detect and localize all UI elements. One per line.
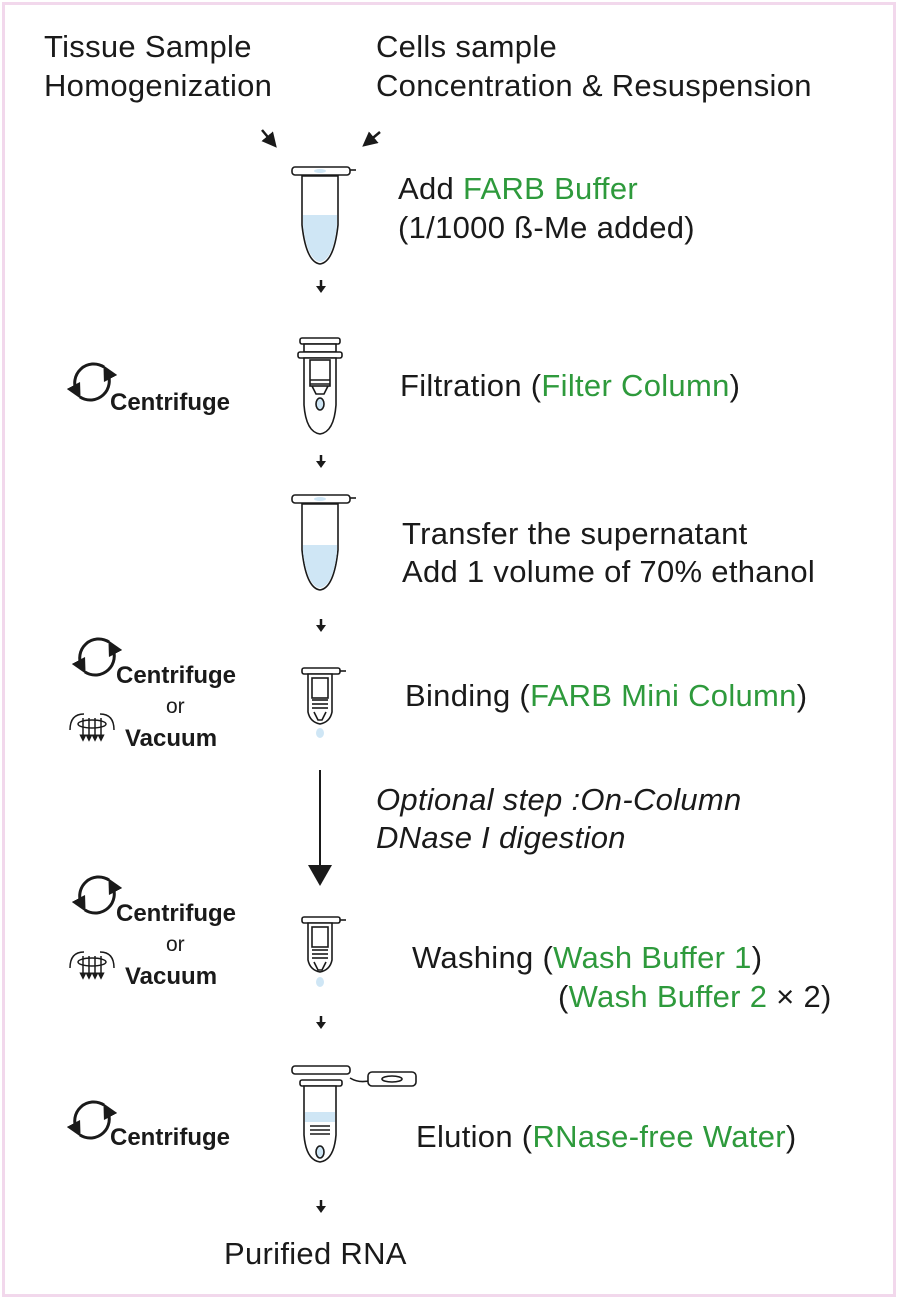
step5-centrifuge-label: Centrifuge — [116, 900, 236, 927]
optional-step-line1: Optional step :On-Column — [376, 782, 742, 817]
step5-text: Washing (Wash Buffer 1) — [412, 939, 762, 977]
step4-or-label: or — [166, 695, 185, 718]
flow-arrow-6 — [314, 1198, 328, 1215]
step1-note: (1/1000 ß-Me added) — [398, 210, 695, 245]
step2-centrifuge-label: Centrifuge — [110, 389, 230, 416]
step4-prefix: Binding ( — [405, 678, 531, 713]
tissue-sample-label: Tissue Sample — [44, 29, 252, 64]
wash-buffer-1-reagent: Wash Buffer 1 — [553, 940, 752, 975]
step2-prefix: Filtration ( — [400, 368, 542, 403]
step5-or-label: or — [166, 933, 185, 956]
optional-step-line2: DNase I digestion — [376, 820, 626, 855]
step5-prefix2: ( — [558, 979, 569, 1014]
step6-prefix: Elution ( — [416, 1119, 533, 1154]
step5-centrifuge-icon — [80, 877, 115, 913]
tube-washing-icon — [301, 916, 346, 987]
step6-text: Elution (RNase-free Water) — [416, 1118, 797, 1156]
step3-line1: Transfer the supernatant — [402, 516, 748, 551]
tube-elution-icon — [291, 1065, 417, 1163]
flow-arrow-5 — [314, 1014, 328, 1031]
step5-vacuum-label: Vacuum — [125, 963, 218, 990]
step4-text: Binding (FARB Mini Column) — [405, 677, 807, 715]
flow-arrow-3 — [314, 617, 328, 634]
tube-supernatant-icon — [291, 494, 356, 591]
wash-buffer-2-reagent: Wash Buffer 2 — [568, 979, 768, 1014]
step4-vacuum-label: Vacuum — [125, 725, 218, 752]
flow-arrow-1 — [314, 278, 328, 295]
step5-suffix2: × 2) — [767, 979, 832, 1014]
flow-arrow-2 — [314, 453, 328, 470]
tube-farb-buffer-icon — [291, 166, 356, 265]
step6-centrifuge-label: Centrifuge — [110, 1124, 230, 1151]
step1-prefix: Add — [398, 171, 463, 206]
step3-line2: Add 1 volume of 70% ethanol — [402, 554, 816, 589]
tube-filter-column-icon — [297, 337, 343, 435]
rnase-free-water-reagent: RNase-free Water — [532, 1119, 786, 1154]
farb-buffer-reagent: FARB Buffer — [462, 171, 639, 206]
homogenization-label: Homogenization — [44, 68, 273, 103]
step5-suffix: ) — [751, 940, 763, 975]
step4-centrifuge-label: Centrifuge — [116, 662, 236, 689]
step5-prefix: Washing ( — [412, 940, 554, 975]
step2-centrifuge-icon — [75, 364, 110, 400]
step5-text-line2: (Wash Buffer 2 × 2) — [558, 978, 832, 1016]
step2-suffix: ) — [729, 368, 741, 403]
step2-text: Filtration (Filter Column) — [400, 367, 740, 405]
tissue-arrow — [261, 129, 277, 148]
step4-vacuum-icon — [70, 714, 114, 738]
cells-arrow — [362, 131, 381, 147]
step4-suffix: ) — [796, 678, 808, 713]
purified-rna-label: Purified RNA — [224, 1236, 407, 1271]
step4-centrifuge-icon — [80, 639, 115, 675]
optional-flow-arrow — [308, 770, 332, 886]
step5-vacuum-icon — [70, 952, 114, 976]
concentration-label: Concentration & Resuspension — [376, 68, 812, 103]
farb-mini-column-reagent: FARB Mini Column — [530, 678, 797, 713]
tube-mini-column-icon — [301, 667, 346, 738]
step6-centrifuge-icon — [75, 1102, 110, 1138]
cells-sample-label: Cells sample — [376, 29, 558, 64]
step6-suffix: ) — [785, 1119, 797, 1154]
step1-text: Add FARB Buffer — [398, 170, 638, 208]
filter-column-reagent: Filter Column — [541, 368, 730, 403]
